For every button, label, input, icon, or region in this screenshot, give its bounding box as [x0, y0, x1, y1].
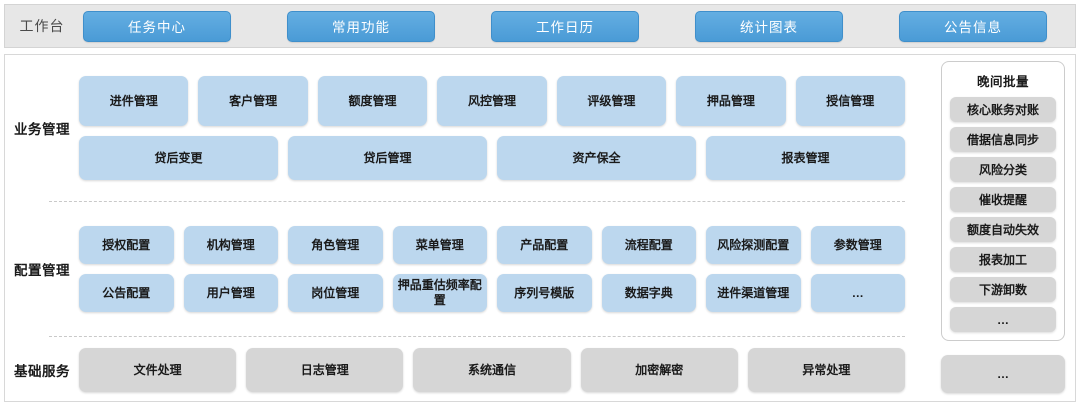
tile-process-config[interactable]: 流程配置 [601, 226, 696, 264]
tile-customer-management[interactable]: 客户管理 [198, 76, 308, 126]
tab-announcements[interactable]: 公告信息 [899, 10, 1047, 42]
rail-item-risk-classification[interactable]: 风险分类 [950, 157, 1056, 182]
rail-item-collection-reminder[interactable]: 催收提醒 [950, 187, 1056, 212]
tile-organization-management[interactable]: 机构管理 [183, 226, 278, 264]
tile-credit-limit-management[interactable]: 额度管理 [317, 76, 428, 126]
business-row-2: 贷后变更 贷后管理 资产保全 报表管理 [79, 136, 905, 180]
tile-authorization-config[interactable]: 授权配置 [79, 226, 174, 264]
workbench-topbar: 工作台 任务中心 常用功能 工作日历 统计图表 公告信息 [4, 4, 1076, 48]
workbench-tab-list: 任务中心 常用功能 工作日历 统计图表 公告信息 [79, 10, 1075, 42]
modules-column: 业务管理 进件管理 客户管理 额度管理 风控管理 评级管理 押品管理 授信管理 … [5, 55, 923, 401]
rail-item-more[interactable]: … [950, 307, 1056, 332]
section-label-config: 配置管理 [14, 263, 70, 278]
section-label-business: 业务管理 [14, 122, 70, 137]
section-configuration-management: 配置管理 授权配置 机构管理 角色管理 菜单管理 产品配置 流程配置 风险探测配… [5, 203, 923, 335]
architecture-panel: 业务管理 进件管理 客户管理 额度管理 风控管理 评级管理 押品管理 授信管理 … [4, 54, 1076, 402]
nightly-batch-title: 晚间批量 [976, 75, 1029, 89]
tab-task-center[interactable]: 任务中心 [83, 10, 231, 42]
tile-asset-preservation[interactable]: 资产保全 [497, 136, 696, 180]
tile-post-loan-management[interactable]: 贷后管理 [288, 136, 487, 180]
tile-collateral-revaluation-frequency-config[interactable]: 押品重估频率配置 [392, 274, 487, 312]
tile-role-management[interactable]: 角色管理 [288, 226, 383, 264]
tile-basic-services-more[interactable]: … [941, 355, 1065, 393]
tile-exception-handling[interactable]: 异常处理 [747, 348, 906, 392]
tile-user-management[interactable]: 用户管理 [183, 274, 278, 312]
tab-work-calendar[interactable]: 工作日历 [491, 10, 639, 42]
section-business-management: 业务管理 进件管理 客户管理 额度管理 风控管理 评级管理 押品管理 授信管理 … [5, 55, 923, 201]
config-row-2: 公告配置 用户管理 岗位管理 押品重估频率配置 序列号模版 数据字典 进件渠道管… [79, 274, 905, 312]
workbench-label: 工作台 [19, 18, 65, 34]
section-basic-services: 基础服务 文件处理 日志管理 系统通信 加密解密 异常处理 [5, 339, 923, 401]
tile-incoming-management[interactable]: 进件管理 [79, 76, 189, 126]
tile-report-management[interactable]: 报表管理 [706, 136, 905, 180]
divider-config-basic [49, 336, 905, 337]
tile-product-config[interactable]: 产品配置 [497, 226, 592, 264]
tab-statistics-charts[interactable]: 统计图表 [695, 10, 843, 42]
business-row-1: 进件管理 客户管理 额度管理 风控管理 评级管理 押品管理 授信管理 [79, 76, 905, 126]
tile-log-management[interactable]: 日志管理 [246, 348, 404, 392]
basic-row-1: 文件处理 日志管理 系统通信 加密解密 异常处理 [79, 348, 906, 392]
nightly-batch-panel: 晚间批量 核心账务对账 借据信息同步 风险分类 催收提醒 额度自动失效 报表加工… [941, 61, 1065, 341]
tile-credit-granting-management[interactable]: 授信管理 [795, 76, 905, 126]
tile-serial-number-template[interactable]: 序列号模版 [497, 274, 592, 312]
basic-rows: 文件处理 日志管理 系统通信 加密解密 异常处理 [79, 348, 923, 392]
section-label-basic: 基础服务 [14, 364, 70, 379]
tile-incoming-channel-management[interactable]: 进件渠道管理 [706, 274, 801, 312]
tile-post-loan-change[interactable]: 贷后变更 [79, 136, 278, 180]
tile-data-dictionary[interactable]: 数据字典 [601, 274, 696, 312]
divider-business-config [49, 201, 905, 202]
business-rows: 进件管理 客户管理 额度管理 风控管理 评级管理 押品管理 授信管理 贷后变更 … [79, 76, 923, 180]
config-rows: 授权配置 机构管理 角色管理 菜单管理 产品配置 流程配置 风险探测配置 参数管… [79, 226, 923, 312]
tile-risk-control-management[interactable]: 风控管理 [437, 76, 547, 126]
tab-common-functions[interactable]: 常用功能 [287, 10, 435, 42]
rail-item-credit-limit-auto-expiry[interactable]: 额度自动失效 [950, 217, 1056, 242]
tile-config-more[interactable]: … [810, 274, 905, 312]
config-row-1: 授权配置 机构管理 角色管理 菜单管理 产品配置 流程配置 风险探测配置 参数管… [79, 226, 905, 264]
rail-item-iou-info-sync[interactable]: 借据信息同步 [950, 127, 1056, 152]
tile-collateral-management[interactable]: 押品管理 [676, 76, 786, 126]
tile-encryption-decryption[interactable]: 加密解密 [580, 348, 738, 392]
tile-risk-detection-config[interactable]: 风险探测配置 [706, 226, 801, 264]
tile-file-processing[interactable]: 文件处理 [79, 348, 237, 392]
tile-system-communication[interactable]: 系统通信 [413, 348, 571, 392]
rail-item-downstream-data-unload[interactable]: 下游卸数 [950, 277, 1056, 302]
tile-parameter-management[interactable]: 参数管理 [810, 226, 905, 264]
tile-announcement-config[interactable]: 公告配置 [79, 274, 174, 312]
rail-item-report-processing[interactable]: 报表加工 [950, 247, 1056, 272]
tile-menu-management[interactable]: 菜单管理 [392, 226, 487, 264]
tile-rating-management[interactable]: 评级管理 [556, 76, 667, 126]
rail-item-core-accounting-reconciliation[interactable]: 核心账务对账 [950, 97, 1056, 122]
tile-post-management[interactable]: 岗位管理 [288, 274, 383, 312]
